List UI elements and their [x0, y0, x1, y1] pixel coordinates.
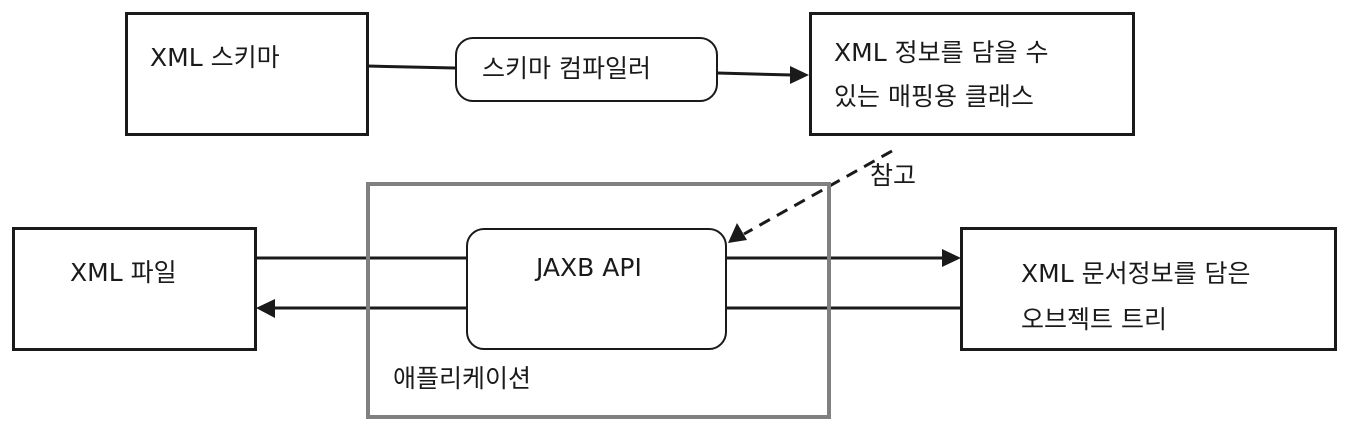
arrowhead-tree — [942, 249, 961, 267]
node-mapping-classes[interactable]: XML 정보를 담을 수 있는 매핑용 클래스 — [809, 12, 1135, 136]
node-mapping-classes-line1: XML 정보를 담을 수 — [834, 38, 1049, 67]
node-xml-file[interactable]: XML 파일 — [12, 227, 257, 351]
node-jaxb-api-label: JAXB API — [536, 253, 642, 282]
arrowhead-reference — [728, 223, 747, 243]
node-xml-schema-label: XML 스키마 — [150, 43, 280, 72]
node-xml-file-label: XML 파일 — [70, 258, 177, 287]
arrowhead-file — [256, 299, 275, 318]
node-schema-compiler-label: 스키마 컴파일러 — [482, 54, 651, 83]
node-object-tree-line1: XML 문서정보를 담은 — [1021, 259, 1251, 288]
node-object-tree[interactable]: XML 문서정보를 담은 오브젝트 트리 — [960, 227, 1337, 351]
edge-reference-dashed — [743, 149, 893, 236]
application-label: 애플리케이션 — [393, 364, 532, 393]
node-object-tree-line2: 오브젝트 트리 — [1021, 305, 1167, 334]
node-xml-schema[interactable]: XML 스키마 — [125, 12, 369, 136]
node-schema-compiler[interactable]: 스키마 컴파일러 — [455, 37, 718, 102]
arrowhead-classes — [790, 66, 809, 84]
edge-schema-to-compiler — [366, 64, 456, 70]
node-jaxb-api[interactable]: JAXB API — [466, 228, 727, 350]
node-mapping-classes-line2: 있는 매핑용 클래스 — [834, 82, 1034, 111]
edge-reference-label: 참고 — [870, 161, 917, 190]
application-container — [366, 182, 831, 419]
edge-compiler-to-classes — [716, 71, 793, 77]
